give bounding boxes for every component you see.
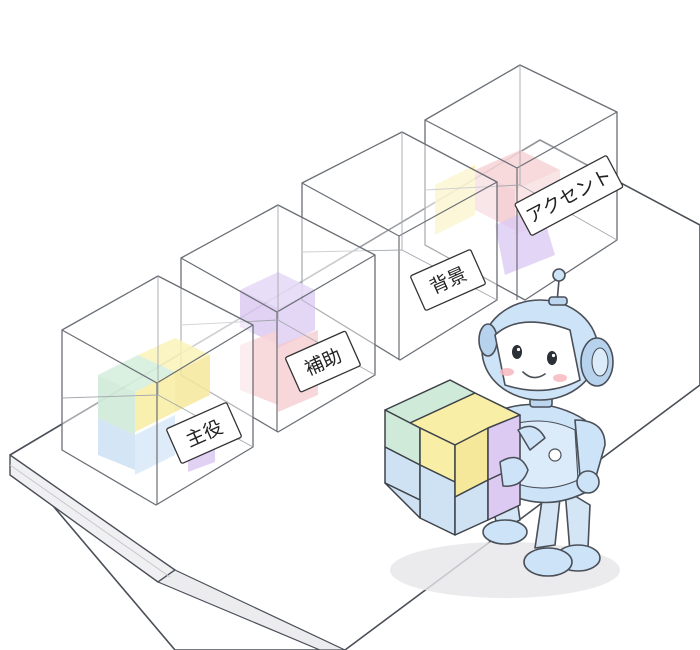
floor-platform: [9, 139, 700, 650]
color-block-cube: [384, 379, 546, 536]
glass-box-background: 背景: [301, 131, 498, 361]
glass-box-accent: アクセント: [424, 64, 624, 301]
glass-box-main: 主役: [61, 275, 254, 506]
